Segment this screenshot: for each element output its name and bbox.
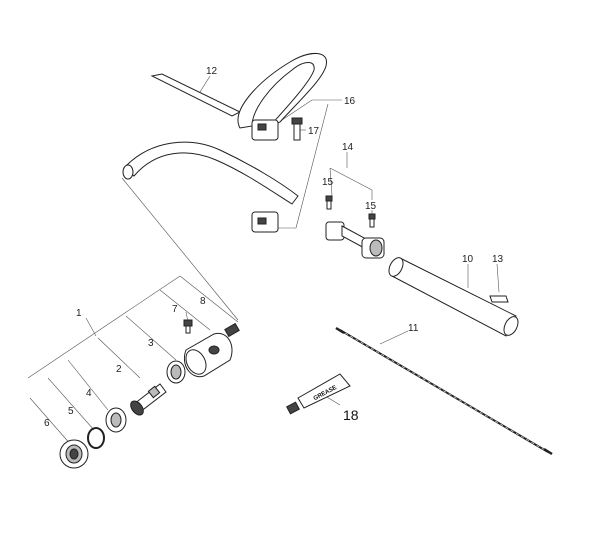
grease-tube: GREASE bbox=[286, 373, 351, 415]
spindle-shaft bbox=[130, 383, 167, 416]
clamp-screw-a bbox=[325, 195, 333, 210]
label-part-18: 18 bbox=[343, 407, 359, 423]
label-part-12: 12 bbox=[206, 66, 218, 77]
label-part-17: 17 bbox=[308, 126, 320, 137]
label-part-15a: 15 bbox=[322, 177, 334, 188]
part-labels: 1 2 3 4 5 6 7 8 10 11 12 13 14 15 15 16 … bbox=[44, 66, 504, 429]
label-part-14: 14 bbox=[342, 142, 354, 153]
clamp-screw-b bbox=[368, 213, 376, 228]
label-strip bbox=[150, 73, 242, 117]
cap-nut bbox=[59, 439, 89, 469]
label-part-5: 5 bbox=[68, 406, 74, 417]
label-part-3: 3 bbox=[148, 338, 154, 349]
spindle-bearing bbox=[105, 407, 127, 433]
label-part-11: 11 bbox=[408, 323, 419, 334]
label-part-4: 4 bbox=[86, 388, 92, 399]
shaft-tube bbox=[388, 257, 519, 337]
loop-handle bbox=[237, 53, 327, 233]
label-part-8: 8 bbox=[200, 296, 206, 307]
label-part-6: 6 bbox=[44, 418, 50, 429]
label-part-15b: 15 bbox=[365, 201, 377, 212]
label-part-10: 10 bbox=[462, 254, 474, 265]
label-part-7: 7 bbox=[172, 304, 178, 315]
bearing-ring bbox=[166, 360, 186, 384]
snap-ring bbox=[87, 427, 105, 449]
curved-handlebar bbox=[123, 141, 299, 205]
leader-lines bbox=[27, 75, 500, 447]
label-part-2: 2 bbox=[116, 364, 122, 375]
tube-label bbox=[489, 295, 509, 303]
label-part-16: 16 bbox=[344, 96, 356, 107]
label-part-13: 13 bbox=[492, 254, 504, 265]
bracket-clamp bbox=[325, 221, 385, 259]
label-part-1: 1 bbox=[76, 308, 82, 319]
gear-case bbox=[184, 322, 240, 378]
handle-bolt bbox=[291, 117, 303, 141]
drive-cable bbox=[335, 326, 553, 456]
gear-case-bolt bbox=[183, 319, 193, 334]
